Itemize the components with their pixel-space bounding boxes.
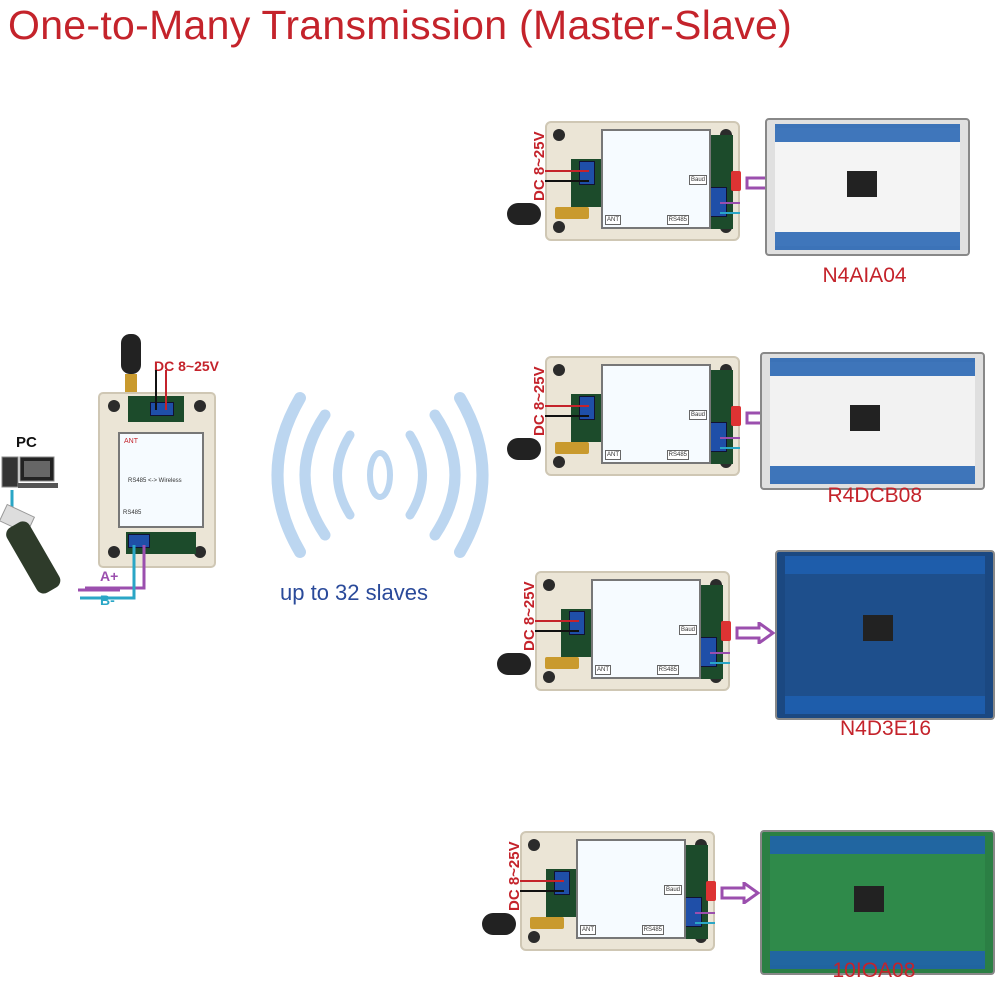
b-minus-label: B- <box>100 592 115 608</box>
slave-ant-label: ANT <box>595 665 611 675</box>
antenna-icon <box>507 438 541 460</box>
device-name-label: 10IOA08 <box>832 959 916 982</box>
master-power-label: DC 8~25V <box>154 358 219 374</box>
slave-baud-label: Baud <box>663 885 682 895</box>
sma-connector <box>530 917 564 929</box>
a-plus-label: A+ <box>100 568 119 584</box>
page-title: One-to-Many Transmission (Master-Slave) <box>8 2 793 48</box>
arrow-right-icon <box>720 882 760 904</box>
slave-radio-module: DC 8~25V ANT Baud RS485 <box>505 115 741 250</box>
slave-rs485-label: RS485 <box>656 665 679 675</box>
master-rs485-label: RS485 <box>123 510 142 516</box>
slave-radio-module: DC 8~25V ANT Baud RS485 <box>505 350 741 485</box>
master-antenna-icon <box>121 334 141 374</box>
arrow-right-icon <box>735 622 775 644</box>
slave-rs485-label: RS485 <box>666 450 689 460</box>
slave-rs485-label: RS485 <box>641 925 664 935</box>
sma-connector <box>545 657 579 669</box>
device-name-label: N4AIA04 <box>822 264 907 287</box>
slave-ant-label: ANT <box>605 215 621 225</box>
slave-rs485-label: RS485 <box>666 215 689 225</box>
slave-device-board <box>775 550 995 720</box>
master-panel-title: RS485 <-> Wireless <box>128 478 182 484</box>
slave-count-text: up to 32 slaves <box>280 580 428 605</box>
slave-baud-label: Baud <box>688 410 707 420</box>
slave-baud-label: Baud <box>678 625 697 635</box>
device-name-label: R4DCB08 <box>827 484 923 507</box>
pc-icon <box>1 456 58 488</box>
device-name-label: N4D3E16 <box>840 717 932 740</box>
pc-label: PC <box>16 434 37 451</box>
slave-radio-module: DC 8~25V ANT Baud RS485 <box>480 825 716 960</box>
master-section: PC A+ B- DC 8~25V ANT RS485 <-> Wireless… <box>0 330 240 610</box>
antenna-icon <box>507 203 541 225</box>
slave-device-board <box>765 118 970 256</box>
master-radio-module: ANT RS485 <-> Wireless RS485 <box>98 392 216 568</box>
antenna-icon <box>482 913 516 935</box>
wireless-signal-icon <box>271 392 489 558</box>
antenna-icon <box>497 653 531 675</box>
slave-ant-label: ANT <box>580 925 596 935</box>
sma-connector <box>555 207 589 219</box>
slave-baud-label: Baud <box>688 175 707 185</box>
slave-device-board <box>760 352 985 490</box>
master-ant-label: ANT <box>124 438 138 445</box>
slave-ant-label: ANT <box>605 450 621 460</box>
slave-radio-module: DC 8~25V ANT Baud RS485 <box>495 565 731 700</box>
sma-connector <box>555 442 589 454</box>
slave-device-board <box>760 830 995 975</box>
